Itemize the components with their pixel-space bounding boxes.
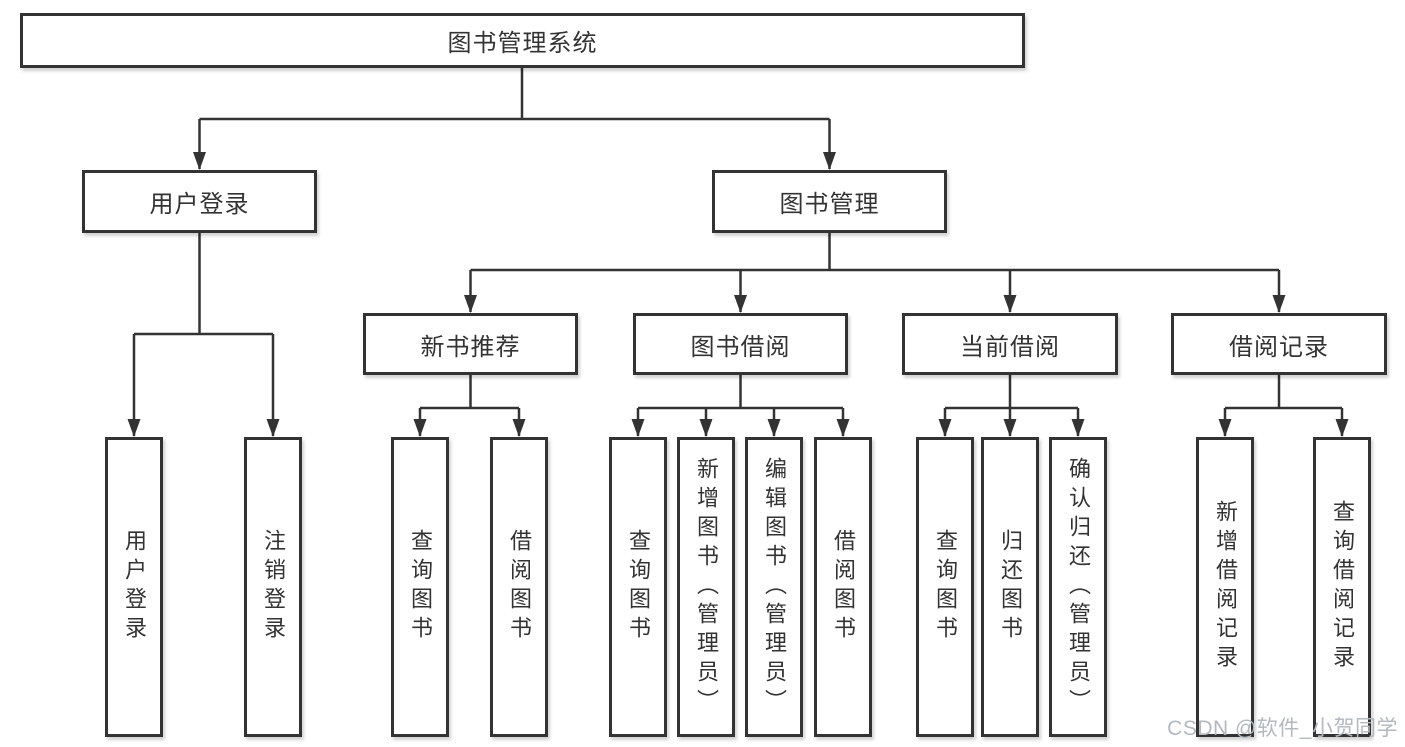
leaf-user-login: 用户登录 xyxy=(105,437,163,737)
leaf-add-book-admin: 新增图书（管理员） xyxy=(677,437,735,737)
leaf-add-book-admin-label: 新增图书（管理员） xyxy=(694,456,719,718)
node-book-borrow: 图书借阅 xyxy=(633,313,848,375)
leaf-edit-book-admin: 编辑图书（管理员） xyxy=(745,437,803,737)
node-current-borrow-label: 当前借阅 xyxy=(960,333,1060,361)
leaf-add-borrow-record-label: 新增借阅记录 xyxy=(1213,500,1238,674)
leaf-borrow-books-label: 借阅图书 xyxy=(831,529,856,645)
leaf-query-books-recommend-label: 查询图书 xyxy=(408,529,433,645)
connector-borrow-records xyxy=(1218,375,1349,437)
node-borrow-records-label: 借阅记录 xyxy=(1229,333,1329,361)
node-user-login-label: 用户登录 xyxy=(149,191,250,218)
node-book-management: 图书管理 xyxy=(712,170,947,233)
leaf-confirm-return-admin-label: 确认归还（管理员） xyxy=(1066,456,1091,718)
leaf-confirm-return-admin: 确认归还（管理员） xyxy=(1049,437,1107,737)
node-book-management-label: 图书管理 xyxy=(779,191,880,218)
leaf-borrow-books-recommend: 借阅图书 xyxy=(490,437,548,737)
leaf-user-login-label: 用户登录 xyxy=(122,529,147,645)
connector-user-login xyxy=(127,233,280,437)
csdn-watermark: CSDN @软件_小贺同学 xyxy=(1167,717,1398,740)
node-root: 图书管理系统 xyxy=(20,13,1025,68)
leaf-logout-label: 注销登录 xyxy=(261,529,286,645)
leaf-query-books-current-label: 查询图书 xyxy=(933,529,958,645)
leaf-query-books-recommend: 查询图书 xyxy=(391,437,449,737)
node-root-label: 图书管理系统 xyxy=(447,30,598,57)
connector-book-management xyxy=(464,233,1286,313)
connector-root xyxy=(193,68,836,170)
connector-current-borrow xyxy=(938,375,1085,437)
leaf-query-books-current: 查询图书 xyxy=(916,437,974,737)
node-new-book-recommend: 新书推荐 xyxy=(363,313,578,375)
node-new-book-recommend-label: 新书推荐 xyxy=(420,333,521,361)
leaf-borrow-books: 借阅图书 xyxy=(814,437,872,737)
leaf-return-book-label: 归还图书 xyxy=(998,529,1023,645)
leaf-logout: 注销登录 xyxy=(244,437,302,737)
leaf-query-borrow-record: 查询借阅记录 xyxy=(1313,437,1371,737)
node-user-login: 用户登录 xyxy=(82,170,317,233)
leaf-edit-book-admin-label: 编辑图书（管理员） xyxy=(762,456,787,718)
node-borrow-records: 借阅记录 xyxy=(1171,313,1387,375)
leaf-query-books-borrow-label: 查询图书 xyxy=(626,529,651,645)
leaf-return-book: 归还图书 xyxy=(981,437,1039,737)
node-current-borrow: 当前借阅 xyxy=(902,313,1118,375)
leaf-query-borrow-record-label: 查询借阅记录 xyxy=(1330,500,1355,674)
connector-new-book-recommend xyxy=(413,375,526,437)
node-book-borrow-label: 图书借阅 xyxy=(690,333,791,361)
leaf-add-borrow-record: 新增借阅记录 xyxy=(1196,437,1254,737)
leaf-borrow-books-recommend-label: 借阅图书 xyxy=(507,529,532,645)
connector-book-borrow xyxy=(631,375,850,437)
leaf-query-books-borrow: 查询图书 xyxy=(609,437,667,737)
